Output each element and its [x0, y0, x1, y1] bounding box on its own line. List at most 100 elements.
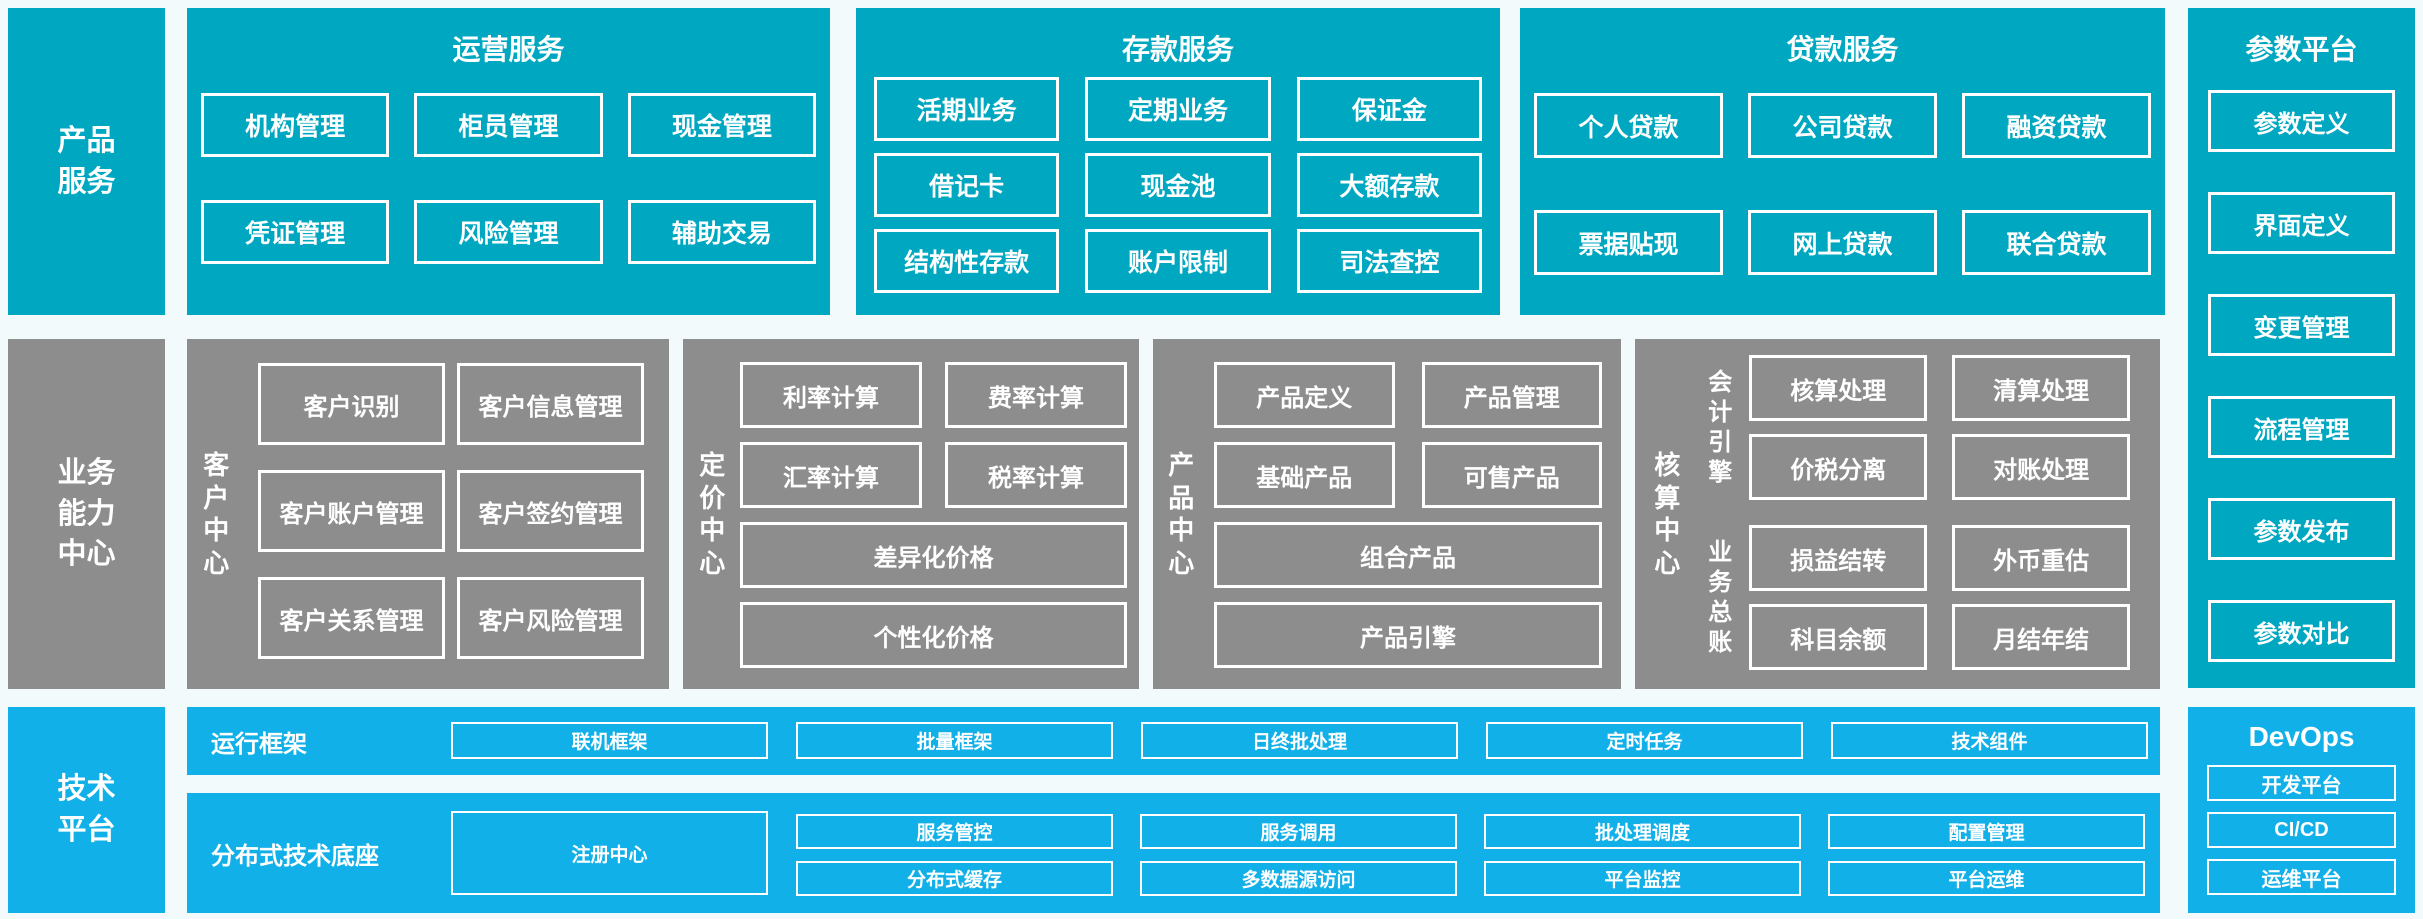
product-center-label: 产品中心	[1168, 450, 1195, 578]
box-change-management: 变更管理	[2208, 294, 2395, 356]
section-deposit-services: 存款服务 活期业务 定期业务 保证金 借记卡 现金池 大额存款 结构性存款 账户…	[856, 8, 1500, 315]
box-voucher-management: 凭证管理	[201, 200, 390, 264]
box-personal-loan: 个人贷款	[1534, 93, 1723, 158]
customer-center-label: 客户中心	[203, 450, 230, 578]
loan-box-grid: 个人贷款 公司贷款 融资贷款 票据贴现 网上贷款 联合贷款	[1534, 93, 2151, 275]
parameter-box-column: 参数定义 界面定义 变更管理 流程管理 参数发布 参数对比	[2208, 90, 2395, 662]
section-accounting-center: 核算中心 会计引擎 核算处理 清算处理 价税分离 对账处理 业务总账 损益结转 …	[1635, 339, 2160, 689]
section-customer-center: 客户中心 客户识别 客户信息管理 客户账户管理 客户签约管理 客户关系管理 客户…	[187, 339, 669, 689]
box-clearing-processing: 清算处理	[1952, 355, 2130, 421]
box-differentiated-pricing: 差异化价格	[740, 522, 1127, 588]
box-interest-rate-calculation: 利率计算	[740, 362, 922, 428]
band-product-services-label: 产品服务	[57, 124, 116, 198]
deposit-services-title: 存款服务	[1121, 34, 1234, 65]
box-tax-rate-calculation: 税率计算	[945, 442, 1127, 508]
box-scheduled-tasks: 定时任务	[1486, 722, 1803, 759]
box-service-governance: 服务管控	[796, 814, 1113, 849]
box-demand-deposit: 活期业务	[874, 77, 1060, 141]
box-product-definition: 产品定义	[1214, 362, 1395, 428]
box-dev-platform: 开发平台	[2207, 765, 2396, 801]
section-product-center: 产品中心 产品定义 产品管理 基础产品 可售产品 组合产品 产品引擎	[1153, 339, 1621, 689]
band-business-capability-label: 业务能力中心	[57, 457, 116, 571]
box-distributed-cache: 分布式缓存	[796, 861, 1113, 896]
box-fee-rate-calculation: 费率计算	[945, 362, 1127, 428]
box-debit-card: 借记卡	[874, 153, 1060, 217]
box-online-framework: 联机框架	[451, 722, 768, 759]
box-process-management: 流程管理	[2208, 396, 2395, 458]
box-large-deposit: 大额存款	[1296, 153, 1482, 217]
box-structured-deposit: 结构性存款	[874, 229, 1060, 293]
box-batch-scheduling: 批处理调度	[1484, 814, 1801, 849]
pricing-box-grid: 利率计算 费率计算 汇率计算 税率计算 差异化价格 个性化价格	[740, 362, 1127, 668]
box-time-deposit: 定期业务	[1085, 77, 1271, 141]
accounting-engine-label: 会计引擎	[1708, 368, 1733, 486]
box-customer-identification: 客户识别	[258, 363, 445, 445]
box-financing-loan: 融资贷款	[1962, 93, 2151, 158]
box-bill-discount: 票据贴现	[1534, 210, 1723, 275]
operations-box-grid: 机构管理 柜员管理 现金管理 凭证管理 风险管理 辅助交易	[201, 93, 816, 264]
box-auxiliary-transaction: 辅助交易	[627, 200, 816, 264]
business-general-ledger-group: 业务总账 损益结转 外币重估 科目余额 月结年结	[1707, 525, 2130, 670]
box-ci-cd: CI/CD	[2207, 812, 2396, 848]
band-product-services: 产品服务	[8, 8, 165, 315]
box-judicial-inquiry-control: 司法查控	[1296, 229, 1482, 293]
section-parameter-platform: 参数平台 参数定义 界面定义 变更管理 流程管理 参数发布 参数对比	[2188, 8, 2415, 688]
box-month-year-end-closing: 月结年结	[1952, 604, 2130, 670]
box-exchange-rate-calculation: 汇率计算	[740, 442, 922, 508]
box-tech-components: 技术组件	[1831, 722, 2148, 759]
box-platform-operations: 平台运维	[1828, 861, 2145, 896]
box-batch-framework: 批量框架	[796, 722, 1113, 759]
box-basic-product: 基础产品	[1214, 442, 1395, 508]
section-pricing-center: 定价中心 利率计算 费率计算 汇率计算 税率计算 差异化价格 个性化价格	[683, 339, 1139, 689]
box-price-tax-separation: 价税分离	[1749, 434, 1928, 500]
loan-services-title: 贷款服务	[1786, 34, 1899, 65]
section-runtime-framework: 运行框架 联机框架 批量框架 日终批处理 定时任务 技术组件	[187, 707, 2160, 775]
box-accounting-processing: 核算处理	[1749, 355, 1928, 421]
box-cash-management: 现金管理	[627, 93, 816, 157]
box-risk-management: 风险管理	[414, 200, 603, 264]
band-technology-platform-label: 技术平台	[57, 773, 116, 846]
box-institution-management: 机构管理	[201, 93, 390, 157]
devops-title: DevOps	[2248, 721, 2355, 752]
box-ui-definition: 界面定义	[2208, 192, 2395, 254]
box-product-engine: 产品引擎	[1214, 602, 1602, 668]
box-pnl-carryover: 损益结转	[1749, 525, 1928, 591]
box-ops-platform: 运维平台	[2207, 859, 2396, 895]
band-technology-platform: 技术平台	[8, 707, 165, 913]
devops-box-column: 开发平台 CI/CD 运维平台	[2207, 765, 2396, 895]
business-general-ledger-label: 业务总账	[1708, 538, 1733, 656]
box-fx-revaluation: 外币重估	[1952, 525, 2130, 591]
operations-services-title: 运营服务	[452, 34, 565, 65]
box-platform-monitoring: 平台监控	[1484, 861, 1801, 896]
section-distributed-tech-base: 分布式技术底座 注册中心 服务管控 服务调用 批处理调度 配置管理 分布式缓存 …	[187, 793, 2160, 913]
box-registry-center: 注册中心	[451, 811, 768, 895]
business-general-ledger-grid: 损益结转 外币重估 科目余额 月结年结	[1749, 525, 2130, 670]
parameter-platform-title: 参数平台	[2245, 34, 2358, 65]
box-personalized-pricing: 个性化价格	[740, 602, 1127, 668]
box-customer-account-management: 客户账户管理	[258, 470, 445, 552]
box-service-invocation: 服务调用	[1140, 814, 1457, 849]
box-customer-contract-management: 客户签约管理	[457, 470, 644, 552]
box-customer-risk-management: 客户风险管理	[457, 577, 644, 659]
accounting-engine-group: 会计引擎 核算处理 清算处理 价税分离 对账处理	[1707, 355, 2130, 500]
box-account-balance: 科目余额	[1749, 604, 1928, 670]
runtime-box-row: 联机框架 批量框架 日终批处理 定时任务 技术组件	[451, 722, 2148, 759]
box-online-loan: 网上贷款	[1748, 210, 1937, 275]
customer-box-grid: 客户识别 客户信息管理 客户账户管理 客户签约管理 客户关系管理 客户风险管理	[258, 363, 644, 659]
box-account-restriction: 账户限制	[1085, 229, 1271, 293]
box-product-management: 产品管理	[1421, 362, 1602, 428]
section-devops: DevOps 开发平台 CI/CD 运维平台	[2188, 707, 2415, 913]
pricing-center-label: 定价中心	[699, 450, 726, 578]
box-margin-deposit: 保证金	[1296, 77, 1482, 141]
box-corporate-loan: 公司贷款	[1748, 93, 1937, 158]
box-teller-management: 柜员管理	[414, 93, 603, 157]
accounting-center-label: 核算中心	[1654, 450, 1681, 578]
box-combined-product: 组合产品	[1214, 522, 1602, 588]
box-cash-pool: 现金池	[1085, 153, 1271, 217]
deposit-box-grid: 活期业务 定期业务 保证金 借记卡 现金池 大额存款 结构性存款 账户限制 司法…	[874, 77, 1482, 293]
runtime-framework-label: 运行框架	[211, 730, 307, 758]
box-syndicated-loan: 联合贷款	[1962, 210, 2151, 275]
box-parameter-definition: 参数定义	[2208, 90, 2395, 152]
box-customer-relationship-management: 客户关系管理	[258, 577, 445, 659]
band-business-capability-center: 业务能力中心	[8, 339, 165, 689]
